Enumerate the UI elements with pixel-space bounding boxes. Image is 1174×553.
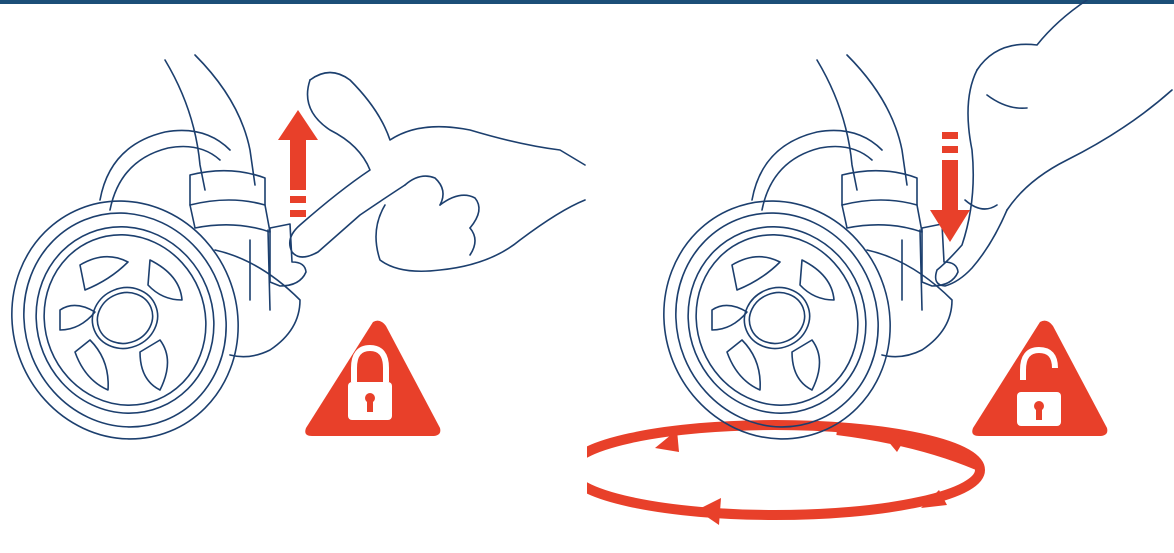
panel-lock-wheel [0,0,587,553]
brake-pedal [270,224,306,286]
stroller-wheel-assembly [752,55,952,357]
wheel [0,167,274,473]
panel-unlock-wheel [587,0,1174,553]
stroller-wheel-assembly [100,55,300,357]
padlock-unlocked-icon [972,321,1107,436]
hand-lifting-pedal [290,73,585,272]
swivel-arrow-icon [587,425,980,525]
lift-up-arrow-icon [278,110,318,217]
padlock-locked-icon [305,321,440,436]
hand-pressing-pedal [936,0,1172,286]
